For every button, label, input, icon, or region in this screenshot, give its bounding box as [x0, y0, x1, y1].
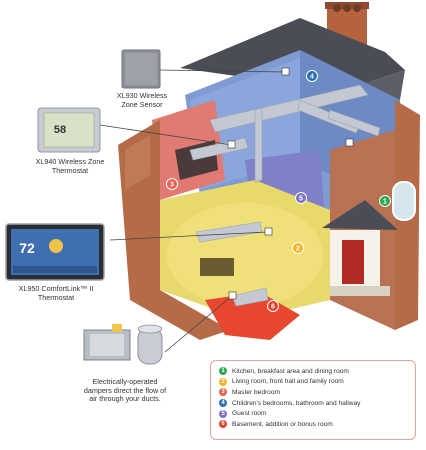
xl940-name-line1: XL940 Wireless Zone — [35, 157, 105, 166]
legend-number-badge: 4 — [219, 399, 227, 408]
zone-3-badge: 3 — [166, 178, 178, 190]
svg-text:3: 3 — [170, 182, 174, 189]
legend-number-badge: 3 — [219, 388, 227, 397]
xl930-name-line1: XL930 Wireless — [116, 91, 168, 100]
damper-caption-line2: dampers direct the flow of — [83, 385, 167, 395]
front-porch — [322, 200, 398, 296]
xl950-screen-temp: 72 — [19, 240, 35, 256]
xl950-name-line2: Thermostat — [37, 292, 75, 302]
xl930-sensor-device — [121, 49, 161, 89]
legend-label: Children's bedrooms, bathroom and hallwa… — [232, 399, 361, 407]
xl950-name-line1: XL950 ComfortLink™ II — [18, 284, 94, 293]
xl950-thermostat-label: XL950 ComfortLink™ II Thermostat — [4, 284, 108, 302]
legend-item-zone-2: 2 Living room, front hall and family roo… — [219, 377, 409, 388]
xl930-sensor-label: XL930 Wireless Zone Sensor — [104, 91, 180, 109]
xl940-thermostat-label: XL940 Wireless Zone Thermostat — [22, 157, 118, 175]
svg-text:1: 1 — [383, 199, 387, 206]
legend-item-zone-5: 5 Guest room — [219, 408, 409, 419]
legend-label: Basement, addition or bonus room — [232, 420, 333, 428]
legend-number-badge: 1 — [219, 367, 227, 376]
legend-item-zone-6: 6 Basement, addition or bonus room — [219, 419, 409, 430]
damper-caption: Electrically-operated dampers direct the… — [76, 377, 174, 404]
xl930-name-line2: Zone Sensor — [121, 99, 163, 109]
svg-text:4: 4 — [310, 74, 314, 81]
zone-2-badge: 2 — [292, 242, 304, 254]
legend-item-zone-4: 4 Children's bedrooms, bathroom and hall… — [219, 398, 409, 409]
xl940-name-line2: Thermostat — [51, 165, 89, 175]
zone-4-badge: 4 — [306, 70, 318, 82]
svg-text:6: 6 — [271, 304, 275, 311]
ductwork — [189, 84, 381, 307]
legend-label: Guest room — [232, 410, 267, 418]
damper-caption-line1: Electrically-operated — [92, 377, 158, 386]
zone-1-kitchen-window — [392, 181, 416, 221]
legend-label: Master bedroom — [232, 388, 281, 396]
xl950-thermostat-device: 72 — [5, 223, 105, 281]
legend-number-badge: 2 — [219, 377, 227, 386]
xl940-thermostat-device: 58 — [37, 107, 101, 153]
zone-1-badge: 1 — [379, 195, 391, 207]
damper-caption-line3: air through your ducts. — [89, 394, 161, 404]
legend-item-zone-1: 1 Kitchen, breakfast area and dining roo… — [219, 366, 409, 377]
legend-number-badge: 6 — [219, 420, 227, 429]
callout-lines — [99, 69, 286, 353]
zone-6-badge: 6 — [267, 300, 279, 312]
legend-label: Kitchen, breakfast area and dining room — [232, 367, 349, 375]
zone-legend: 1 Kitchen, breakfast area and dining roo… — [210, 360, 416, 440]
svg-text:5: 5 — [299, 196, 303, 203]
legend-item-zone-3: 3 Master bedroom — [219, 387, 409, 398]
legend-number-badge: 5 — [219, 409, 227, 418]
zone-5-badge: 5 — [295, 192, 307, 204]
xl940-screen-temp: 58 — [54, 124, 66, 136]
legend-label: Living room, front hall and family room — [232, 378, 344, 386]
svg-text:2: 2 — [296, 246, 300, 253]
damper-illustration — [83, 324, 163, 365]
